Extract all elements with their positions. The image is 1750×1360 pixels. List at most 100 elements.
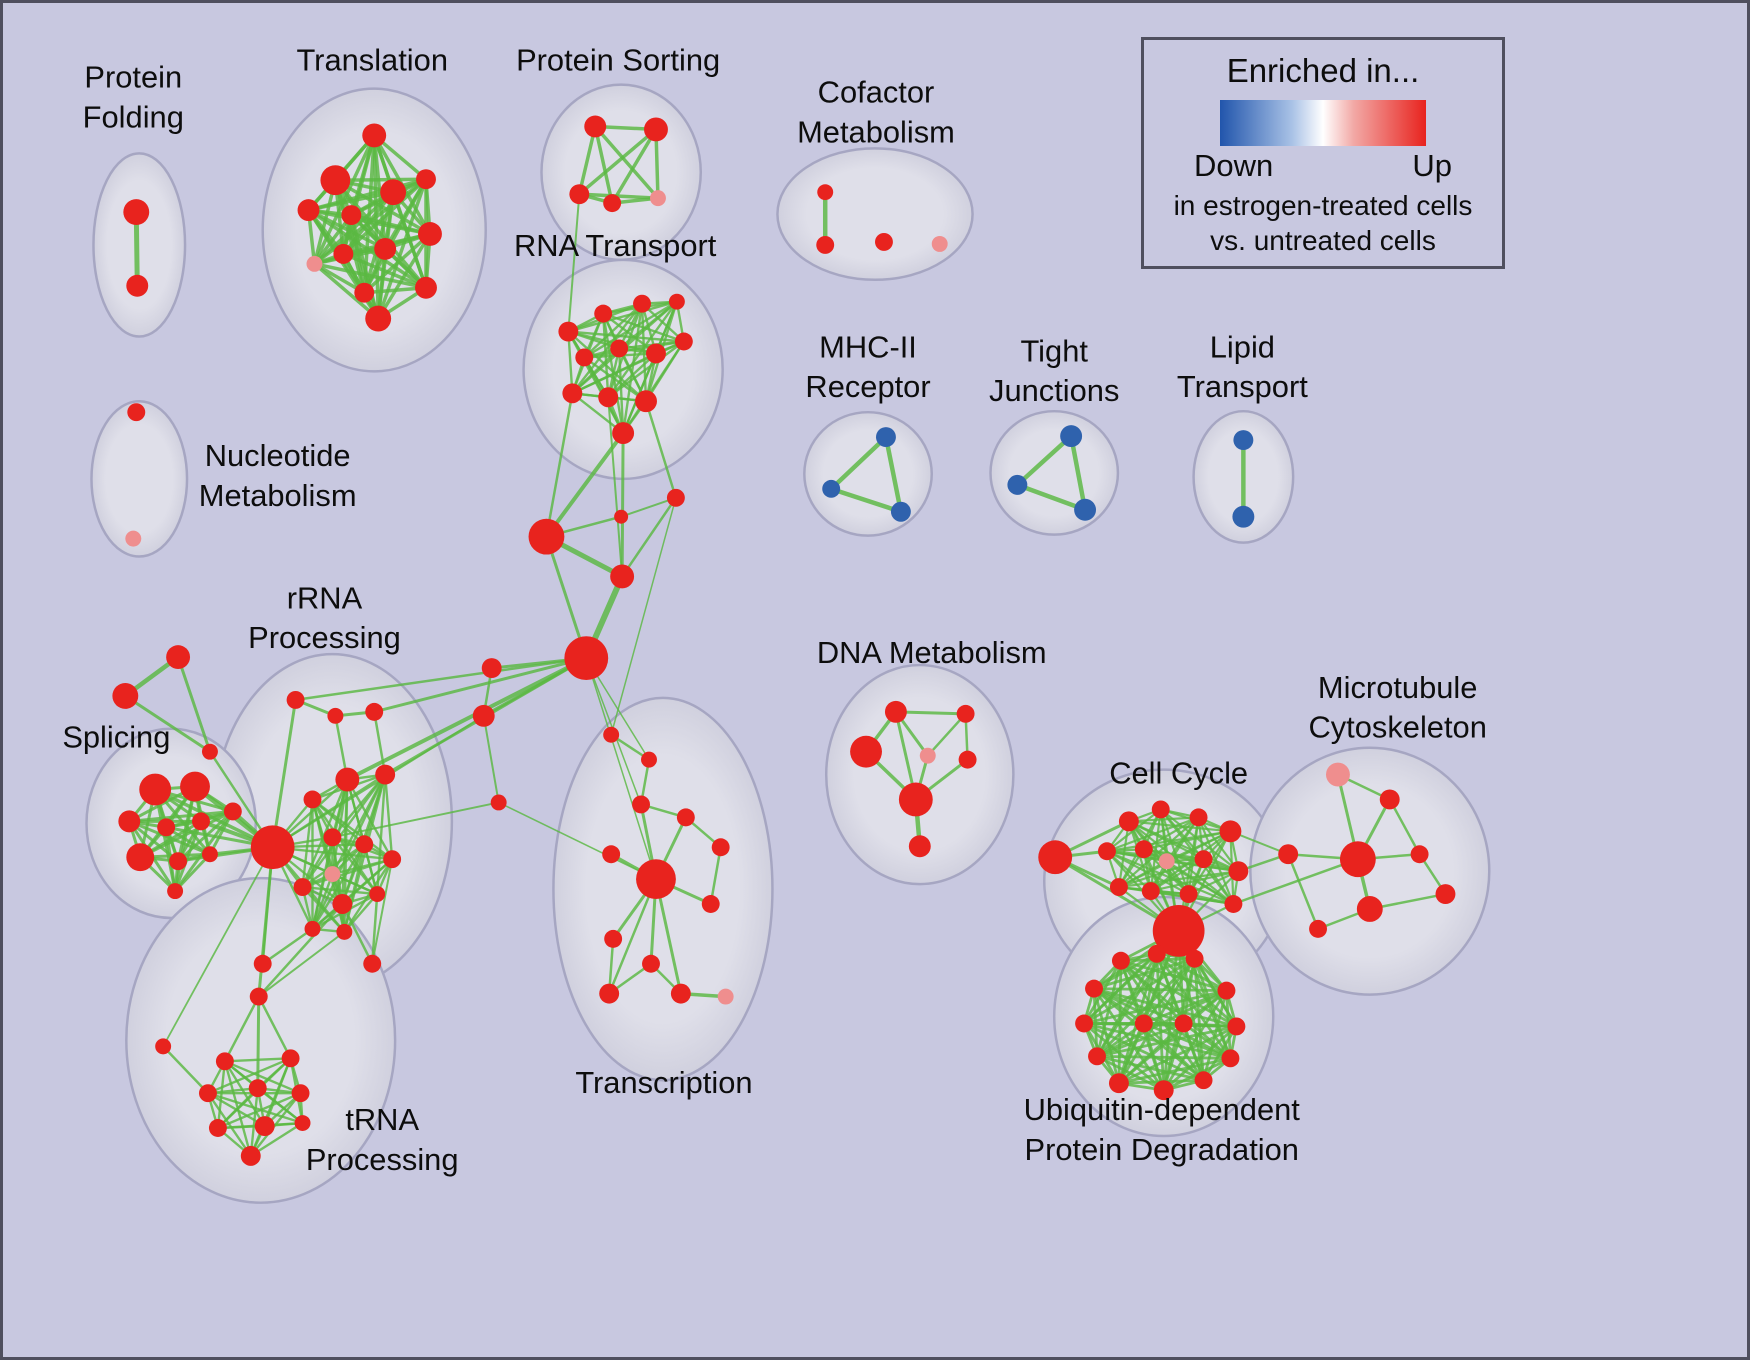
gene-set-node: [1410, 845, 1429, 864]
enrichment-edge: [607, 877, 658, 995]
gene-set-node: [369, 886, 386, 903]
gene-set-node: [1194, 850, 1213, 869]
gene-set-node: [1152, 905, 1205, 957]
enrichment-edge: [341, 902, 374, 965]
enrichment-edge: [593, 124, 660, 200]
gene-set-node: [240, 1145, 261, 1166]
gene-set-node: [1007, 474, 1028, 495]
gene-set-node: [481, 658, 502, 679]
gene-set-node: [380, 179, 407, 206]
gene-set-node: [332, 894, 353, 914]
enrichment-edge: [249, 1121, 304, 1158]
cluster-label-lipid-transport: Lipid: [1210, 329, 1275, 364]
gene-set-node: [956, 704, 975, 723]
gene-set-node: [666, 488, 685, 507]
cluster-trna-processing: [125, 876, 397, 1204]
cluster-label-splicing: Splicing: [62, 720, 170, 755]
enrichment-edge: [1127, 820, 1232, 833]
enrichment-edge: [1182, 989, 1228, 1025]
enrichment-edge: [257, 930, 346, 998]
cluster-label-protein-folding: Folding: [83, 99, 184, 134]
enrichment-edge: [331, 801, 500, 839]
cluster-label-cell-cycle: Cell Cycle: [1109, 756, 1248, 791]
enrichment-edge: [301, 798, 314, 889]
gene-set-node: [674, 332, 693, 351]
enrichment-edge: [257, 902, 344, 998]
enrichment-edge: [1092, 987, 1121, 1085]
enrichment-edge: [301, 858, 394, 889]
gene-set-node: [335, 767, 360, 792]
cluster-mhc-ii-receptor: [803, 410, 933, 537]
cluster-label-dna-metabolism: DNA Metabolism: [817, 635, 1047, 670]
enrichment-edge: [1095, 1054, 1205, 1082]
gene-set-node: [898, 782, 933, 817]
gene-set-node: [562, 383, 583, 404]
cluster-label-protein-sorting: Protein Sorting: [516, 43, 720, 78]
enrichment-edge: [1117, 1056, 1232, 1085]
enrichment-edge: [216, 1091, 302, 1130]
gene-set-node: [291, 1084, 310, 1103]
enrichment-edge: [482, 714, 500, 804]
gene-set-node: [1219, 820, 1242, 843]
gene-set-node: [1118, 811, 1139, 832]
gene-set-node: [139, 773, 172, 806]
enrichment-edge: [311, 843, 366, 931]
enrichment-edge: [883, 434, 904, 514]
enrichment-edge: [311, 798, 394, 861]
cluster-tight-junctions: [989, 409, 1120, 536]
gene-set-node: [118, 810, 141, 833]
enrichment-edge: [173, 852, 212, 893]
gene-set-node: [363, 954, 382, 973]
gene-set-node: [931, 235, 948, 252]
gene-set-node: [1227, 1017, 1246, 1036]
enrichment-edge: [1142, 1022, 1166, 1092]
gene-set-node: [167, 883, 184, 900]
gene-set-node: [169, 852, 188, 871]
cluster-label-protein-folding: Protein: [84, 60, 182, 95]
gene-set-node: [676, 808, 695, 827]
gene-set-node: [192, 812, 210, 831]
enrichment-edge: [1095, 1022, 1186, 1058]
enrichment-edge: [312, 213, 354, 266]
gene-set-node: [323, 828, 342, 847]
enrichment-edge: [256, 995, 261, 1090]
gene-set-node: [641, 751, 657, 768]
enrichment-edge: [372, 133, 380, 321]
enrichment-edge: [372, 656, 588, 714]
gene-set-node: [701, 895, 720, 913]
cluster-label-microtubule-cytoskeleton: Cytoskeleton: [1308, 710, 1486, 745]
legend-box: Enriched in... Down Up in estrogen-treat…: [1141, 37, 1505, 269]
enrichment-edge: [593, 124, 614, 205]
enrichment-edge: [383, 773, 394, 861]
enrichment-edge: [257, 995, 292, 1060]
gene-set-node: [180, 771, 210, 802]
gene-set-node: [1179, 885, 1198, 904]
enrichment-edge: [1068, 433, 1088, 512]
gene-set-node: [1435, 884, 1456, 905]
enrichment-edge: [249, 1086, 259, 1158]
enrichment-edge: [331, 836, 379, 896]
enrichment-edge: [1142, 1022, 1232, 1060]
enrichment-edge: [345, 656, 589, 782]
enrichment-edge: [1182, 1022, 1232, 1060]
gene-set-node: [644, 117, 668, 142]
cluster-label-microtubule-cytoskeleton: Microtubule: [1318, 670, 1478, 705]
gene-set-node: [293, 878, 312, 897]
gene-set-node: [157, 818, 176, 837]
enrichment-edge: [607, 396, 624, 578]
gene-set-node: [354, 282, 375, 303]
cluster-label-tight-junctions: Junctions: [989, 373, 1119, 408]
gene-set-node: [201, 743, 218, 760]
enrichment-edge: [376, 177, 428, 321]
enrichment-edge: [376, 232, 432, 321]
gene-set-node: [1141, 882, 1160, 901]
gene-set-node: [1232, 505, 1255, 528]
enrichment-edge: [301, 885, 379, 896]
enrichment-edge: [709, 846, 722, 906]
gene-set-node: [1085, 979, 1103, 998]
enrichment-edge: [828, 434, 889, 492]
gene-set-node: [223, 802, 242, 821]
gene-set-node: [1108, 1073, 1129, 1094]
enrichment-edge: [362, 232, 432, 295]
